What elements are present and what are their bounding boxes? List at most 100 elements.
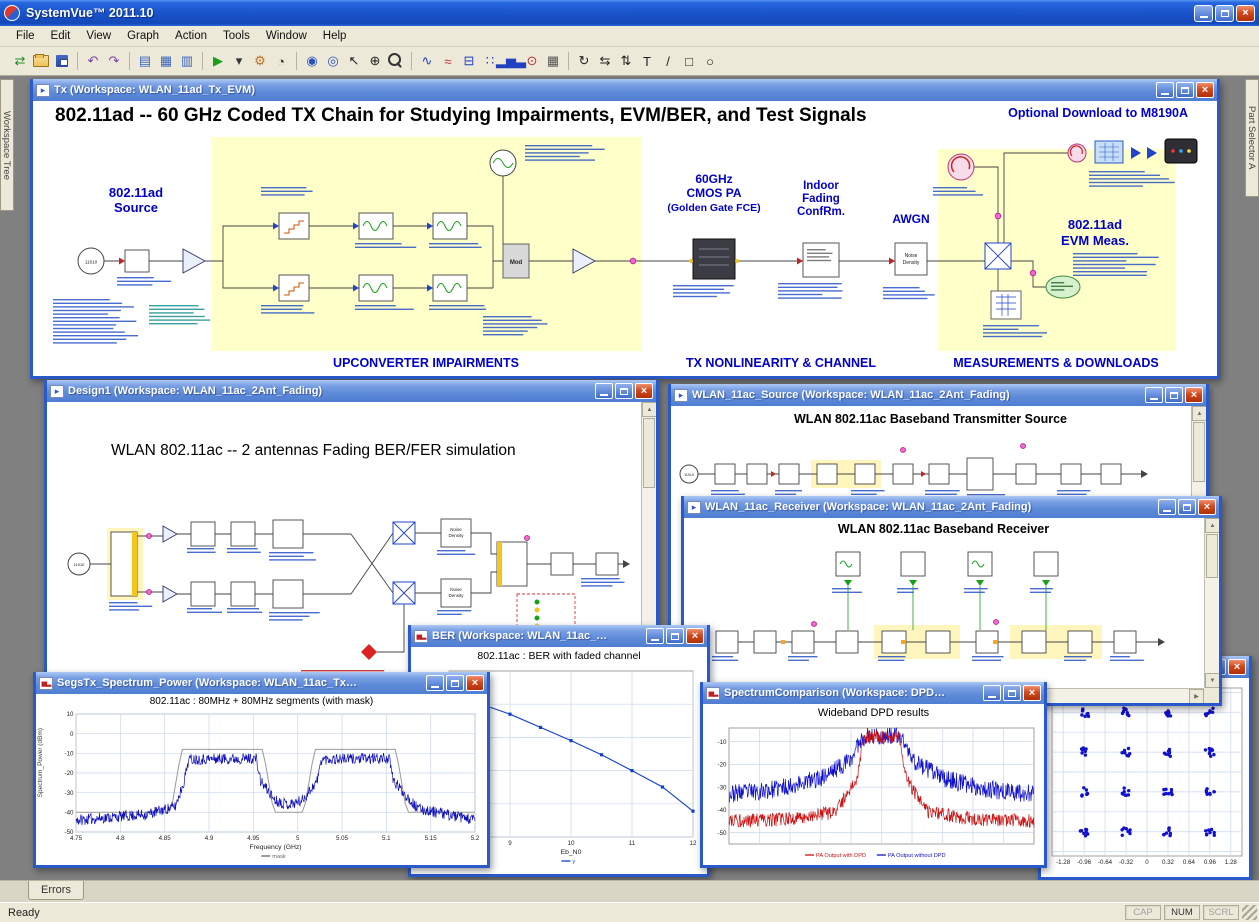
ber-titlebar[interactable]: ▅▂ BER (Workspace: WLAN_11ac_… × <box>411 625 707 647</box>
flip-horizontal-icon[interactable]: ⇆ <box>595 51 615 71</box>
constellation-plot: -1.28-0.96-0.64-0.3200.320.640.961.28 <box>1042 680 1248 874</box>
zoom-icon[interactable] <box>386 51 406 71</box>
scroll-up-arrow[interactable]: ▲ <box>1205 518 1219 533</box>
redo-icon[interactable]: ↷ <box>104 51 124 71</box>
workspace-tree-tab[interactable]: Workspace Tree <box>0 79 14 211</box>
tx-window-title: Tx (Workspace: WLAN_11ad_Tx_EVM) <box>54 84 1154 96</box>
menu-file[interactable]: File <box>8 27 43 45</box>
svg-text:Density: Density <box>903 260 920 266</box>
svg-text:1.28: 1.28 <box>1225 859 1238 866</box>
source-minimize-button[interactable] <box>1145 387 1163 403</box>
app-close-button[interactable]: × <box>1236 5 1255 22</box>
errors-tab[interactable]: Errors <box>28 881 84 900</box>
spectrum-graph-icon[interactable]: ≈ <box>438 51 458 71</box>
receiver-maximize-button[interactable] <box>1178 499 1196 515</box>
menu-edit[interactable]: Edit <box>43 27 79 45</box>
tx-titlebar[interactable]: ▸ Tx (Workspace: WLAN_11ad_Tx_EVM) × <box>33 79 1217 101</box>
source-close-button[interactable]: × <box>1185 387 1203 403</box>
label-fading-line2: Fading <box>802 193 840 205</box>
line-annotation-icon[interactable]: / <box>658 51 678 71</box>
waveform-graph-icon[interactable]: ∿ <box>417 51 437 71</box>
scroll-down-arrow[interactable]: ▼ <box>1205 673 1219 688</box>
part-selector-tab[interactable]: Part Selector A <box>1245 79 1259 197</box>
svg-text:11010: 11010 <box>85 260 98 265</box>
constellation-close-button[interactable]: × <box>1228 659 1246 675</box>
segstx-titlebar[interactable]: ▅▂ SegsTx_Spectrum_Power (Workspace: WLA… <box>36 672 487 694</box>
tx-maximize-button[interactable] <box>1176 82 1194 98</box>
scroll-up-arrow[interactable]: ▲ <box>642 402 656 417</box>
undo-icon[interactable]: ↶ <box>83 51 103 71</box>
histogram-graph-icon[interactable]: ▂▅▃ <box>501 51 521 71</box>
svg-text:0.32: 0.32 <box>1162 859 1175 866</box>
tx-minimize-button[interactable] <box>1156 82 1174 98</box>
import-data-icon[interactable]: ⇄ <box>10 51 30 71</box>
segstx-close-button[interactable]: × <box>466 675 484 691</box>
timer-icon[interactable]: ◔ <box>271 51 291 71</box>
scroll-thumb[interactable] <box>643 418 655 488</box>
new-design-icon[interactable]: ▤ <box>135 51 155 71</box>
speccomp-minimize-button[interactable] <box>983 685 1001 701</box>
segstx-minimize-button[interactable] <box>426 675 444 691</box>
open-workspace-icon[interactable] <box>31 51 51 71</box>
tx-close-button[interactable]: × <box>1196 82 1214 98</box>
svg-text:4.9: 4.9 <box>205 835 214 842</box>
receiver-vscrollbar[interactable]: ▲ ▼ <box>1204 518 1219 688</box>
source-titlebar[interactable]: ▸ WLAN_11ac_Source (Workspace: WLAN_11ac… <box>671 384 1206 406</box>
menu-graph[interactable]: Graph <box>119 27 167 45</box>
svg-text:-1.28: -1.28 <box>1056 859 1071 866</box>
receiver-minimize-button[interactable] <box>1158 499 1176 515</box>
menu-view[interactable]: View <box>78 27 119 45</box>
speccomp-maximize-button[interactable] <box>1003 685 1021 701</box>
rotate-icon[interactable]: ↻ <box>574 51 594 71</box>
design1-minimize-button[interactable] <box>595 383 613 399</box>
design1-maximize-button[interactable] <box>615 383 633 399</box>
segstx-graph-area: 802.11ac : 80MHz + 80MHz segments (with … <box>36 694 487 865</box>
source-symbol: 11010 <box>78 248 104 274</box>
app-maximize-button[interactable] <box>1215 5 1234 22</box>
svg-text:Eb_N0: Eb_N0 <box>561 849 582 856</box>
smith-chart-icon[interactable]: ⊙ <box>522 51 542 71</box>
segstx-maximize-button[interactable] <box>446 675 464 691</box>
run-analysis-icon[interactable]: ▶ <box>208 51 228 71</box>
segstx-chart-title: 802.11ac : 80MHz + 80MHz segments (with … <box>36 694 487 707</box>
tune-icon[interactable]: ⚙ <box>250 51 270 71</box>
receiver-titlebar[interactable]: ▸ WLAN_11ac_Receiver (Workspace: WLAN_11… <box>684 496 1219 518</box>
text-annotation-icon[interactable]: T <box>637 51 657 71</box>
speccomp-close-button[interactable]: × <box>1023 685 1041 701</box>
menu-action[interactable]: Action <box>167 27 215 45</box>
probe-icon[interactable]: ◉ <box>302 51 322 71</box>
scroll-thumb[interactable] <box>1193 422 1205 482</box>
app-minimize-button[interactable] <box>1194 5 1213 22</box>
save-icon[interactable] <box>52 51 72 71</box>
menu-window[interactable]: Window <box>258 27 315 45</box>
rectangle-annotation-icon[interactable]: □ <box>679 51 699 71</box>
svg-text:Mod: Mod <box>510 260 523 266</box>
resize-grip[interactable] <box>1242 905 1257 920</box>
scroll-right-arrow[interactable]: ▶ <box>1189 689 1204 703</box>
source-maximize-button[interactable] <box>1165 387 1183 403</box>
scroll-thumb[interactable] <box>1206 534 1218 578</box>
scroll-lock-indicator: SCRL <box>1203 905 1239 920</box>
ber-close-button[interactable]: × <box>686 628 704 644</box>
menu-tools[interactable]: Tools <box>215 27 258 45</box>
receiver-close-button[interactable]: × <box>1198 499 1216 515</box>
design1-close-button[interactable]: × <box>635 383 653 399</box>
table-icon[interactable]: ▦ <box>543 51 563 71</box>
speccomp-titlebar[interactable]: ▅▂ SpectrumComparison (Workspace: DPD… × <box>703 682 1044 704</box>
ber-maximize-button[interactable] <box>666 628 684 644</box>
new-graph-icon[interactable]: ▦ <box>156 51 176 71</box>
ber-minimize-button[interactable] <box>646 628 664 644</box>
tile-windows-icon[interactable]: ▥ <box>177 51 197 71</box>
menu-help[interactable]: Help <box>315 27 355 45</box>
pan-icon[interactable]: ⊕ <box>365 51 385 71</box>
design-window-icon: ▸ <box>674 389 688 402</box>
main-titlebar[interactable]: SystemVue™ 2011.10 × <box>0 0 1259 26</box>
pointer-icon[interactable]: ↖ <box>344 51 364 71</box>
design1-titlebar[interactable]: ▸ Design1 (Workspace: WLAN_11ac_2Ant_Fad… <box>47 380 656 402</box>
run-options-dropdown-icon[interactable]: ▾ <box>229 51 249 71</box>
ellipse-annotation-icon[interactable]: ○ <box>700 51 720 71</box>
eye-icon[interactable]: ◎ <box>323 51 343 71</box>
flip-vertical-icon[interactable]: ⇅ <box>616 51 636 71</box>
eye-diagram-icon[interactable]: ⊟ <box>459 51 479 71</box>
scroll-up-arrow[interactable]: ▲ <box>1192 406 1206 421</box>
